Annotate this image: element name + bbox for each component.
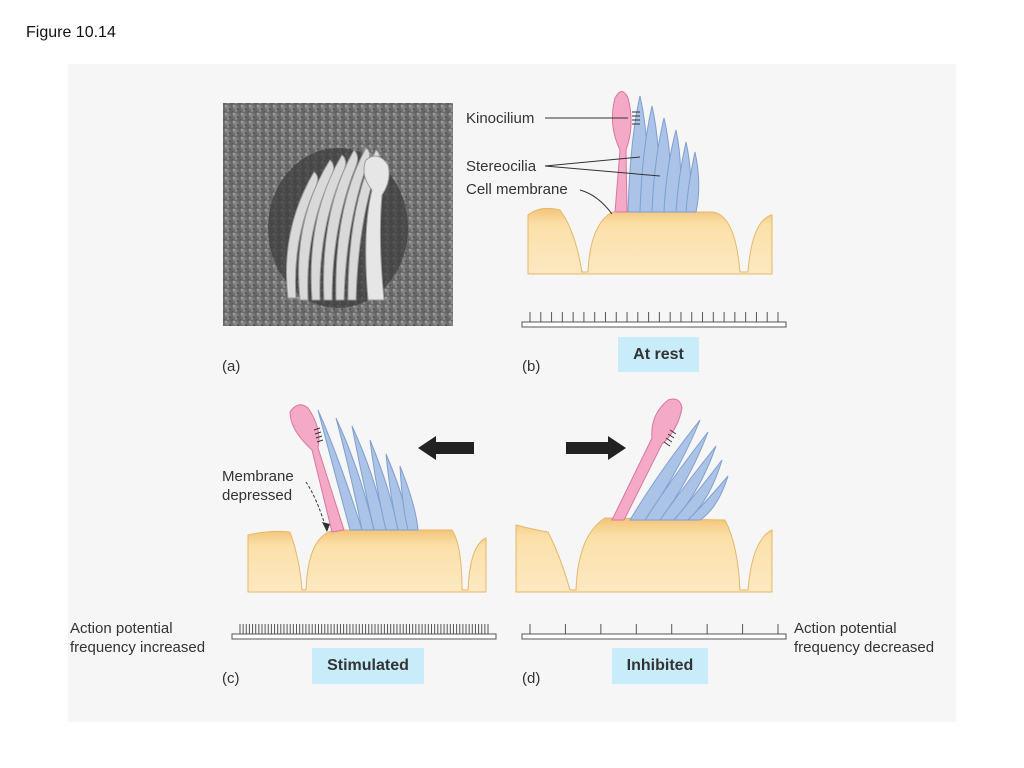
right-arrow-icon — [566, 436, 626, 460]
sem-micrograph — [223, 103, 453, 326]
state-badge-inhibited: Inhibited — [612, 648, 708, 684]
spike-train-rest — [521, 312, 787, 328]
hair-cell-stimulated — [247, 404, 487, 593]
figure-title: Figure 10.14 — [26, 24, 116, 41]
figure-panel-background — [68, 64, 956, 722]
hair-cell-inhibited — [515, 398, 773, 593]
panel-label-d: (d) — [522, 670, 541, 687]
label-membrane-depressed-line2: depressed — [222, 487, 293, 504]
panel-label-a: (a) — [222, 358, 241, 375]
label-cell-membrane: Cell membrane — [466, 181, 568, 198]
label-ap-increased-line1: Action potential — [70, 620, 173, 637]
spike-train-inhibited — [521, 624, 787, 640]
hair-cell-at-rest — [527, 91, 773, 275]
label-stereocilia: Stereocilia — [466, 158, 537, 175]
state-badge-at-rest: At rest — [618, 337, 699, 372]
label-membrane-depressed-line1: Membrane — [222, 468, 294, 485]
state-badge-stimulated: Stimulated — [312, 648, 424, 684]
label-kinocilium: Kinocilium — [466, 110, 535, 127]
label-ap-decreased-line1: Action potential — [794, 620, 897, 637]
panel-label-c: (c) — [222, 670, 240, 687]
spike-train-baseline — [521, 321, 787, 328]
left-arrow-icon — [418, 436, 474, 460]
spike-train-stimulated — [231, 624, 497, 640]
spike-train-baseline — [521, 633, 787, 640]
label-ap-decreased-line2: frequency decreased — [794, 639, 935, 656]
label-ap-increased-line2: frequency increased — [70, 639, 206, 656]
spike-train-baseline — [231, 633, 497, 640]
panel-label-b: (b) — [522, 358, 541, 375]
